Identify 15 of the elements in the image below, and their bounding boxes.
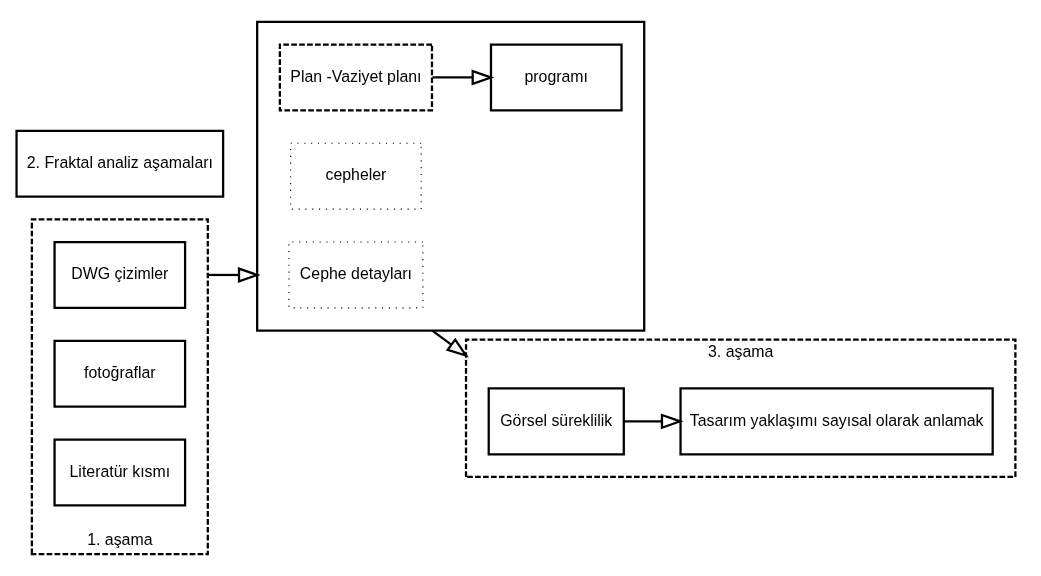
node-box: programı [489, 43, 623, 112]
node-box: Plan -Vaziyet planı [278, 43, 434, 112]
node-box: Literatür kısmı [53, 438, 187, 507]
node-box: Tasarım yaklaşımı sayısal olarak anlamak [679, 387, 994, 456]
arrow [624, 413, 684, 430]
node-box: 2. Fraktal analiz aşamaları [15, 129, 225, 198]
arrow [432, 69, 495, 86]
node-box: Cephe detayları [288, 241, 424, 309]
node-box: Görsel süreklilik [487, 387, 625, 456]
node-box: fotoğraflar [53, 339, 187, 408]
node-box: cepheler [290, 142, 422, 210]
node-box: DWG çizimler [53, 240, 187, 309]
arrow [207, 267, 261, 283]
arrow [431, 329, 469, 358]
cluster [256, 20, 646, 332]
